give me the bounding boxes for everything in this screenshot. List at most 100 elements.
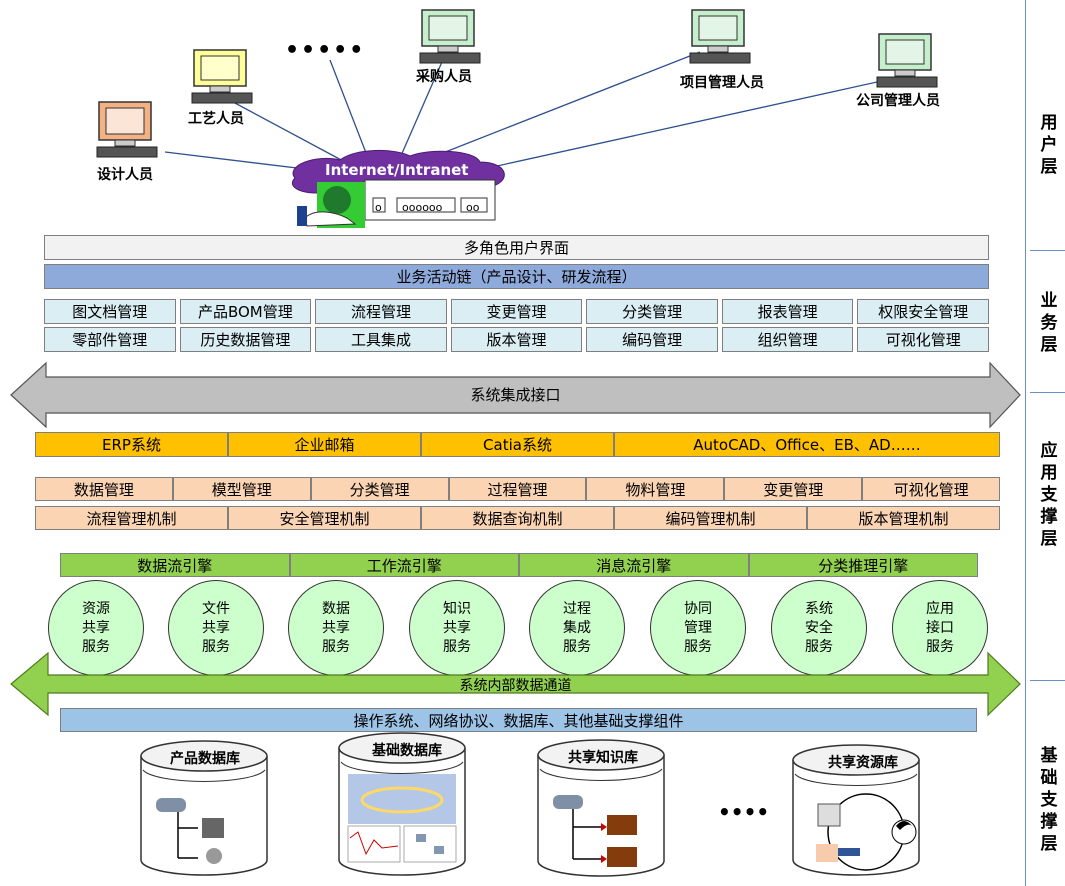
service-line: 数据 — [322, 600, 350, 617]
service-line: 应用 — [926, 600, 954, 617]
db-title-base: 基础数据库 — [372, 743, 442, 759]
service-line: 共享 — [202, 619, 230, 636]
service-line: 接口 — [926, 619, 954, 636]
system-mail: 企业邮箱 — [228, 432, 421, 457]
module-doc: 图文档管理 — [44, 299, 176, 324]
base-db-cylinder — [338, 732, 466, 876]
service-collab-mgmt: 协同管理服务 — [650, 580, 746, 676]
system-catia: Catia系统 — [421, 432, 614, 457]
engine-dataflow: 数据流引擎 — [60, 553, 290, 577]
db-title-knowledge: 共享知识库 — [568, 750, 638, 766]
os-support-bar: 操作系统、网络协议、数据库、其他基础支撑组件 — [60, 708, 977, 732]
external-systems-row: ERP系统 企业邮箱 Catia系统 AutoCAD、Office、EB、AD…… — [35, 432, 1000, 457]
service-line: 共享 — [82, 619, 110, 636]
service-line: 安全 — [805, 619, 833, 636]
service-resource-share: 资源共享服务 — [48, 580, 144, 676]
engine-workflow: 工作流引擎 — [289, 553, 519, 577]
network-label: Internet/Intranet — [325, 161, 469, 179]
module-coding: 编码管理 — [586, 327, 718, 352]
business-chain-bar: 业务活动链（产品设计、研发流程） — [44, 264, 989, 289]
service-line: 服务 — [684, 638, 712, 655]
product-db-cylinder — [140, 740, 268, 876]
system-erp: ERP系统 — [35, 432, 228, 457]
layer-label-base-support: 基 础 支 撑 层 — [1040, 746, 1058, 854]
resource-db-cylinder — [792, 744, 920, 876]
data-channel-label: 系统内部数据通道 — [459, 678, 572, 694]
user-label-process: 工艺人员 — [188, 111, 244, 127]
user-label-company: 公司管理人员 — [856, 93, 940, 109]
service-line: 系统 — [805, 600, 833, 617]
module-permission: 权限安全管理 — [857, 299, 990, 324]
layer-label-business: 业 务 层 — [1040, 291, 1058, 355]
business-modules-row2: 零部件管理 历史数据管理 工具集成 版本管理 编码管理 组织管理 可视化管理 — [44, 327, 990, 352]
user-label-project: 项目管理人员 — [680, 75, 764, 91]
process-computer-icon — [191, 49, 253, 104]
users-ellipsis: ••••• — [285, 38, 366, 63]
module-change: 变更管理 — [450, 299, 583, 324]
service-file-share: 文件共享服务 — [168, 580, 264, 676]
service-line: 服务 — [563, 638, 591, 655]
mech-query: 数据查询机制 — [421, 506, 614, 530]
app-mgmt-row1: 数据管理 模型管理 分类管理 过程管理 物料管理 变更管理 可视化管理 — [35, 477, 1001, 501]
service-line: 集成 — [563, 619, 591, 636]
service-line: 服务 — [82, 638, 110, 655]
db-title-resource: 共享资源库 — [828, 755, 898, 771]
layer-label-app-support: 应 用 支 撑 层 — [1040, 441, 1058, 549]
network-cloud-icon — [292, 149, 505, 228]
company-computer-icon — [876, 33, 938, 88]
integration-arrow — [10, 361, 1021, 429]
module-tools: 工具集成 — [315, 327, 447, 352]
data-channel-arrow — [10, 651, 1021, 717]
module-visual: 可视化管理 — [857, 327, 990, 352]
layer-label-user: 用 户 层 — [1040, 113, 1058, 177]
service-line: 共享 — [322, 619, 350, 636]
service-line: 服务 — [202, 638, 230, 655]
mech-flow: 流程管理机制 — [35, 506, 228, 530]
purchase-computer-icon — [419, 9, 481, 64]
device-port-label: o — [375, 201, 382, 214]
mgmt-change: 变更管理 — [724, 477, 863, 501]
service-app-interface: 应用接口服务 — [892, 580, 988, 676]
db-title-product: 产品数据库 — [170, 751, 240, 767]
service-line: 文件 — [202, 600, 230, 617]
service-knowledge-share: 知识共享服务 — [409, 580, 505, 676]
layer-divider-line — [1025, 0, 1026, 886]
mech-version: 版本管理机制 — [807, 506, 1000, 530]
module-parts: 零部件管理 — [44, 327, 176, 352]
service-line: 服务 — [443, 638, 471, 655]
project-computer-icon — [689, 9, 751, 64]
service-line: 知识 — [443, 600, 471, 617]
layer-separator — [1030, 680, 1065, 681]
mgmt-classify: 分类管理 — [310, 477, 449, 501]
service-line: 服务 — [322, 638, 350, 655]
engine-message: 消息流引擎 — [519, 553, 749, 577]
module-history: 历史数据管理 — [179, 327, 312, 352]
engines-row: 数据流引擎 工作流引擎 消息流引擎 分类推理引擎 — [60, 553, 978, 577]
module-classify: 分类管理 — [586, 299, 718, 324]
mgmt-data: 数据管理 — [35, 477, 173, 501]
knowledge-db-cylinder — [537, 739, 665, 877]
design-computer-icon — [96, 101, 158, 158]
device-oo-label: oo — [466, 201, 480, 214]
system-others: AutoCAD、Office、EB、AD…… — [614, 432, 1000, 457]
user-label-purchase: 采购人员 — [416, 69, 472, 85]
mgmt-visual: 可视化管理 — [862, 477, 1001, 501]
service-line: 服务 — [926, 638, 954, 655]
module-flow: 流程管理 — [315, 299, 447, 324]
mech-coding: 编码管理机制 — [614, 506, 807, 530]
user-label-design: 设计人员 — [97, 167, 153, 183]
app-mgmt-row2: 流程管理机制 安全管理机制 数据查询机制 编码管理机制 版本管理机制 — [35, 506, 1000, 530]
module-org: 组织管理 — [721, 327, 854, 352]
service-line: 过程 — [563, 600, 591, 617]
engine-inference: 分类推理引擎 — [748, 553, 978, 577]
service-system-security: 系统安全服务 — [771, 580, 867, 676]
device-digits-label: oooooo — [402, 201, 443, 214]
mgmt-material: 物料管理 — [586, 477, 725, 501]
mech-security: 安全管理机制 — [228, 506, 421, 530]
module-bom: 产品BOM管理 — [179, 299, 312, 324]
module-version: 版本管理 — [450, 327, 583, 352]
service-line: 管理 — [684, 619, 712, 636]
service-line: 资源 — [82, 600, 110, 617]
service-data-share: 数据共享服务 — [288, 580, 384, 676]
layer-separator — [1030, 250, 1065, 251]
